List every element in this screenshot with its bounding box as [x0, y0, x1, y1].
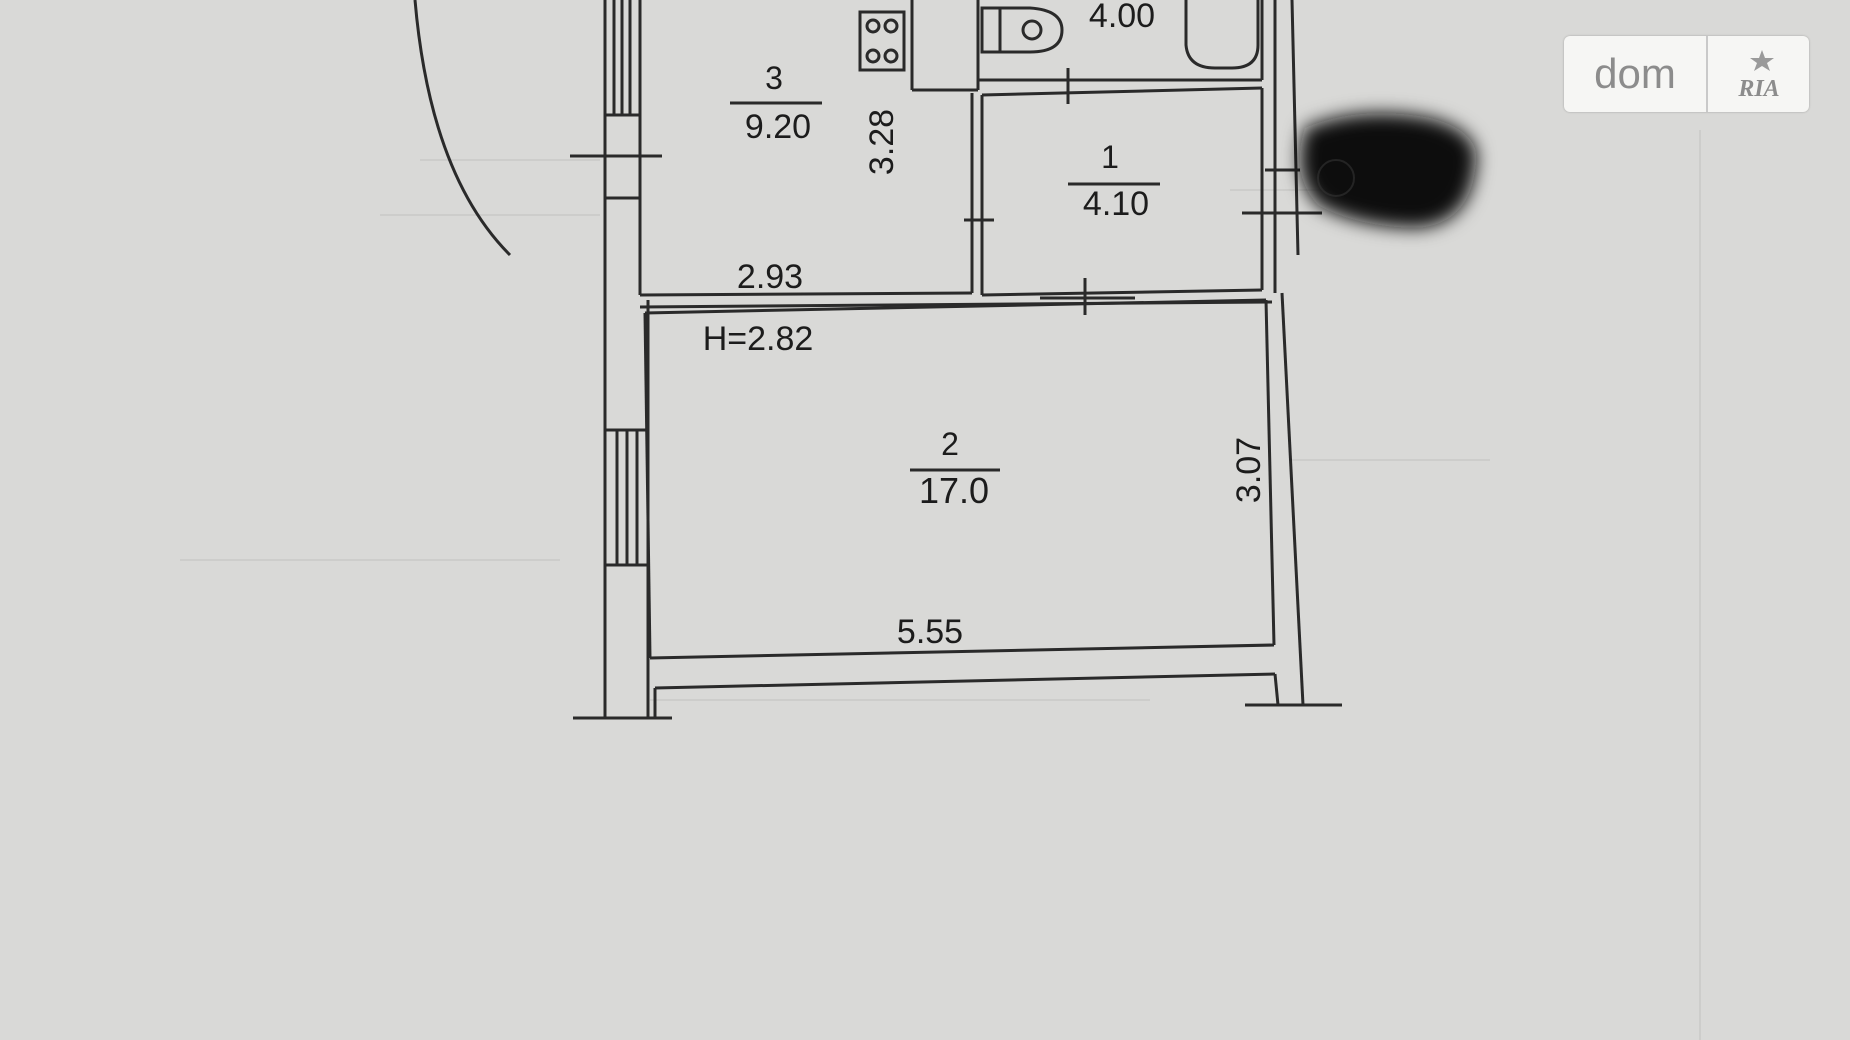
walls: [413, 0, 1342, 720]
room-2-number: 2: [941, 426, 959, 462]
room-2-length: 3.07: [1230, 437, 1268, 503]
room-2-area: 17.0: [919, 470, 989, 511]
room-1-number: 1: [1101, 139, 1119, 175]
area-fraction-lines: [730, 101, 1160, 472]
dom-ria-logo: dom RIA: [1564, 36, 1809, 112]
bathroom-area: 4.00: [1089, 0, 1155, 35]
room-3-area: 9.20: [745, 108, 811, 146]
paper-texture: [180, 130, 1701, 1040]
logo-dom-text: dom: [1564, 36, 1708, 112]
balcony-arc: [413, 0, 512, 257]
room-3-number: 3: [765, 60, 783, 96]
stove-icon: [858, 10, 906, 72]
room-2-width: 5.55: [897, 613, 963, 651]
ink-dot: [1317, 159, 1355, 197]
ink-smudge: [1299, 113, 1477, 228]
ceiling-height: H=2.82: [703, 320, 814, 358]
ria-star-icon: RIA: [1737, 50, 1779, 102]
logo-ria-text: RIA: [1737, 76, 1779, 102]
room-3-width: 2.93: [737, 258, 803, 296]
logo-ria-mark: RIA: [1708, 36, 1809, 112]
room-1-area: 4.10: [1083, 185, 1149, 223]
room-3-length: 3.28: [863, 109, 901, 175]
bathtub-icon: [1184, 0, 1260, 70]
toilet-icon: [980, 6, 1064, 54]
